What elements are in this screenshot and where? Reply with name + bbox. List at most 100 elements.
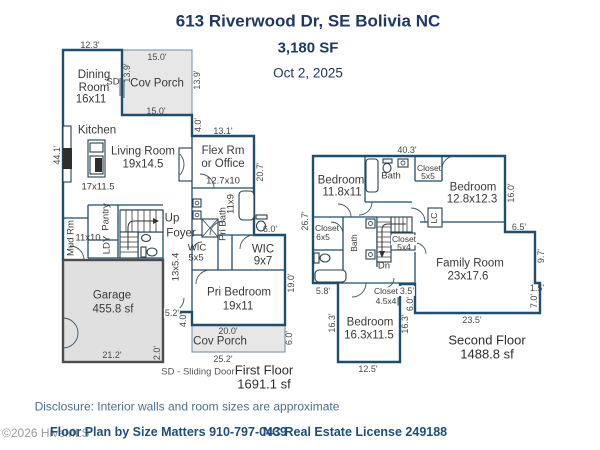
date-label: Oct 2, 2025 — [273, 65, 343, 81]
page-title: 613 Riverwood Dr, SE Bolivia NC — [175, 11, 441, 31]
room-laundry: LDY — [101, 235, 113, 255]
dim-ff-west: 44.1' — [51, 145, 62, 165]
dim-bedroom-east: 19.0' — [285, 273, 296, 293]
room-wic2: WIC — [251, 243, 275, 256]
linen-closet-box — [427, 207, 443, 228]
dim-sf-west-step: 5.8' — [315, 285, 331, 296]
room-family-dim: 23x17.6 — [447, 270, 489, 283]
first-floor-outer-walls — [61, 48, 287, 327]
room-closet1: Closet — [416, 163, 442, 174]
dim-family-bottom: 23.5' — [462, 314, 482, 325]
room-closet3-dim: 5x4 — [397, 242, 411, 253]
dim-garage-bottom: 21.2' — [102, 349, 122, 360]
tub-icon — [314, 269, 347, 283]
stairs-up-icon — [119, 209, 164, 259]
room-bath2: Bath — [349, 234, 360, 252]
room-closet2-dim: 6x5 — [316, 232, 330, 243]
room-kitchen-dim: 17x11.5 — [81, 181, 115, 193]
toilet-icon — [255, 220, 267, 232]
room-wic1: WIC — [187, 242, 207, 254]
tub-icon — [238, 190, 255, 221]
room-bedroom1: Bedroom — [317, 174, 365, 187]
dim-sf-west: 26.7' — [299, 211, 310, 231]
dim-porch-bottom: 15.0' — [146, 105, 166, 116]
garage-area — [61, 258, 165, 364]
watermark: ©2026 HiveMLS — [2, 426, 90, 440]
room-flex: Flex Rm or Office — [201, 145, 245, 170]
dim-ff-top: 12.3' — [80, 39, 100, 50]
dim-sf-step3: 1.5' — [529, 282, 545, 293]
dim-ff-east: 20.7' — [254, 162, 265, 182]
first-floor-title: First Floor — [234, 362, 294, 378]
room-foyer: Foyer — [166, 227, 196, 240]
dim-notch-h: 6.0' — [404, 296, 415, 312]
dim-notch-w: 3.5' — [398, 285, 416, 297]
room-kitchen: Kitchen — [77, 124, 117, 137]
dim-step-right: 4.0' — [192, 117, 203, 133]
room-pri-bedroom: Pri Bedroom — [207, 286, 271, 299]
dim-porch-left: 13.9' — [121, 63, 132, 83]
stove-icon — [63, 148, 72, 169]
room-cov-porch-bottom: Cov Porch — [193, 335, 247, 348]
dim-sf-step4: 7.0' — [528, 293, 539, 309]
room-bedroom3: Bedroom — [346, 316, 394, 329]
room-bath1: Bath — [381, 170, 401, 182]
room-lc: LC — [429, 212, 440, 224]
room-dining: Dining Room — [77, 69, 111, 94]
room-garage-area: 455.8 sf — [92, 303, 134, 316]
room-closet4-dim: 4.5x4 — [374, 296, 398, 307]
tub-icon — [365, 158, 379, 193]
dim-porch-right: 13.9' — [191, 70, 202, 90]
credit-text: Floor Plan by Size Matters 910-797-0439 — [50, 425, 287, 439]
room-bedroom2: Bedroom — [449, 181, 497, 194]
second-floor-outer-walls — [311, 154, 542, 364]
hall-bath-fixtures — [313, 218, 376, 283]
room-mud-dim: 11x10 — [75, 232, 101, 244]
toilet-icon — [382, 162, 392, 174]
dim-sf-step1: 6.5' — [511, 221, 527, 232]
room-closet4: Closet — [372, 286, 400, 297]
dim-porch-top: 15.0' — [147, 51, 167, 62]
dim-flex-top: 13.1' — [213, 125, 233, 136]
first-floor-plan — [61, 48, 287, 364]
dim-bedroom3-right: 16.3' — [399, 314, 410, 334]
room-pantry: Pantry — [100, 203, 112, 231]
sliding-door-tag: SD — [106, 76, 120, 88]
room-closet2: Closet — [314, 223, 340, 234]
dim-sf-step2: 9.7' — [535, 248, 546, 264]
dim-sf-east-upper: 16.0' — [505, 183, 516, 203]
second-floor-title: Second Floor — [448, 332, 526, 348]
dim-bedroom3-left: 16.3' — [326, 313, 337, 333]
powder-room-fixtures — [140, 233, 158, 258]
stairs-down-label: Dn — [377, 260, 391, 272]
cov-porch-bottom-area — [191, 324, 286, 353]
disclosure-text: Disclosure: Interior walls and room size… — [34, 399, 340, 414]
room-family: Family Room — [436, 257, 504, 270]
hall-dim: 13x5.4 — [170, 252, 182, 282]
room-closet1-dim: 5x5 — [421, 171, 435, 182]
dim-garage-step: 2.0' — [151, 345, 162, 361]
room-dining-dim: 16x11 — [75, 93, 107, 106]
stairs-up-label: Up — [164, 212, 180, 225]
room-pri-bath-dim: 11x9 — [225, 194, 237, 214]
room-wic1-dim: 5x5 — [188, 252, 204, 264]
kitchen-island — [87, 139, 106, 178]
dim-hall-step-h: 4.0' — [177, 312, 188, 328]
room-bedroom3-dim: 16.3x11.5 — [344, 329, 394, 342]
total-area: 3,180 SF — [277, 39, 339, 57]
room-cov-porch-top: Cov Porch — [130, 77, 184, 90]
license-text: NC Real Estate License 249188 — [263, 425, 448, 439]
dim-sf-top: 40.3' — [397, 144, 417, 155]
room-pri-bedroom-dim: 19x11 — [222, 300, 254, 313]
cov-porch-top-area — [121, 49, 193, 116]
dim-porch2-top: 20.0' — [218, 325, 238, 336]
fireplace-icon — [178, 147, 193, 182]
dim-bedroom3-bottom: 12.5' — [358, 363, 378, 374]
pri-bath-fixtures — [192, 190, 268, 238]
room-wic2-dim: 9x7 — [253, 255, 273, 268]
second-floor-bath-fixtures — [365, 158, 409, 193]
dim-porch2-right: 6.0' — [283, 330, 294, 346]
sd-legend: SD - Sliding Door — [161, 366, 235, 378]
second-floor-area: 1488.8 sf — [460, 346, 514, 362]
